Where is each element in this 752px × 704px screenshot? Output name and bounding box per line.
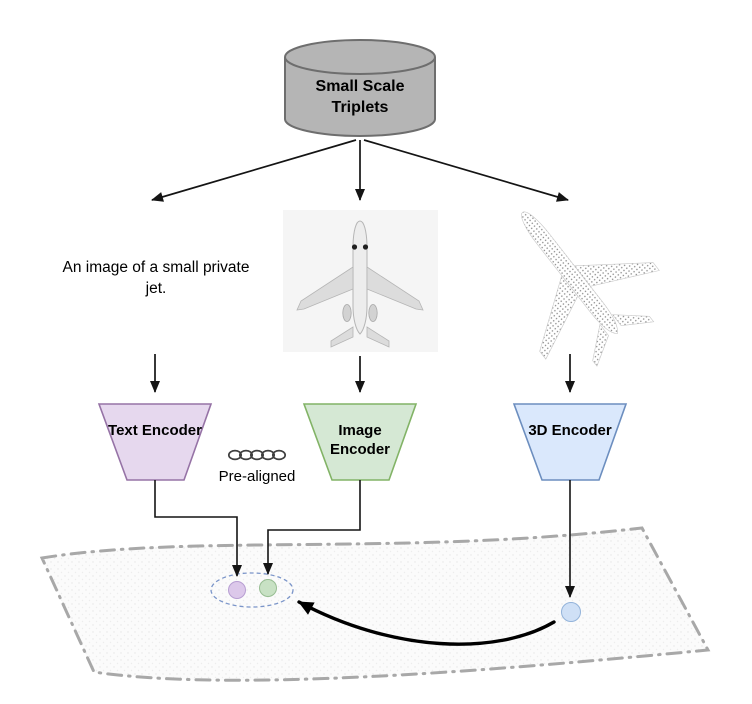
arrow-dataset-to-text [151,139,357,202]
chain-links-icon [227,449,287,461]
alignment-pull-arrow [297,600,556,646]
connector-text-encoder-to-dot [154,480,242,577]
jet-pointcloud-icon [521,211,660,367]
image-embedding-dot [259,579,277,597]
text-embedding-dot [228,581,246,599]
image-encoder-shape [302,403,418,481]
threed-embedding-dot [561,602,581,622]
alignment-ellipse [210,572,294,608]
connector-image-encoder-to-dot [263,480,361,575]
embedding-space-surface [39,526,711,682]
arrow-dataset-to-3d [363,139,569,202]
jet-image [283,210,438,352]
dataset-cylinder-icon [284,39,436,137]
text-encoder-shape [97,403,213,481]
threed-encoder-shape [512,403,628,481]
